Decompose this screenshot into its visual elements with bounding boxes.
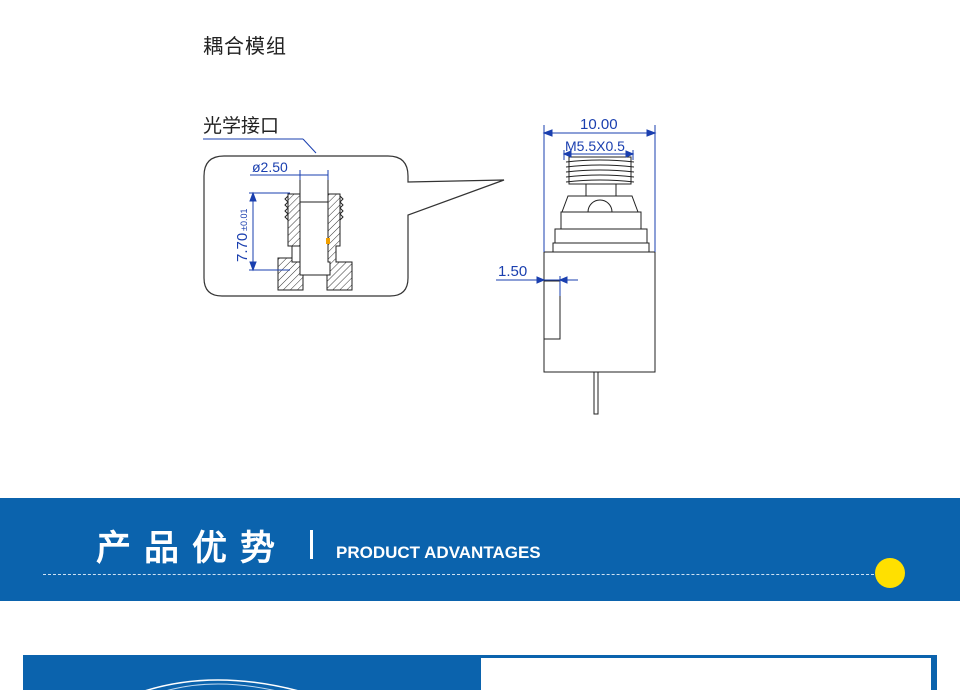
- content-panel: [23, 655, 937, 698]
- banner-title-en: PRODUCT ADVANTAGES: [336, 543, 541, 562]
- callout-leader: [302, 138, 317, 154]
- section-view: [277, 178, 353, 291]
- section-title: 耦合模组: [203, 34, 287, 58]
- yellow-dot-icon: [875, 558, 905, 588]
- dimension-tolerance: ±0.01: [239, 209, 249, 231]
- callout-label: 光学接口: [203, 115, 279, 137]
- banner-separator: [310, 530, 313, 559]
- content-box: [481, 658, 931, 698]
- dimension-width: 10.00: [580, 116, 618, 133]
- technical-drawing: 光学接口 ø2.50 7.70 ±0.01: [203, 115, 657, 415]
- banner-title-cn: 产品优势: [96, 528, 289, 569]
- banner-dashed-line: [43, 574, 879, 575]
- decorative-arcs: [145, 679, 298, 690]
- dimension-length: 7.70: [234, 233, 251, 262]
- side-view: [543, 156, 656, 415]
- yellow-dot-icon: [0, 498, 960, 601]
- dimension-diameter: ø2.50: [252, 159, 288, 175]
- dimension-thread: M5.5X0.5: [565, 138, 625, 154]
- section-dimensions: [249, 170, 329, 272]
- callout-bubble: [203, 155, 505, 297]
- dimension-length-group: 7.70 ±0.01: [234, 209, 251, 262]
- side-dimensions: [496, 125, 657, 296]
- dimension-offset: 1.50: [498, 263, 527, 280]
